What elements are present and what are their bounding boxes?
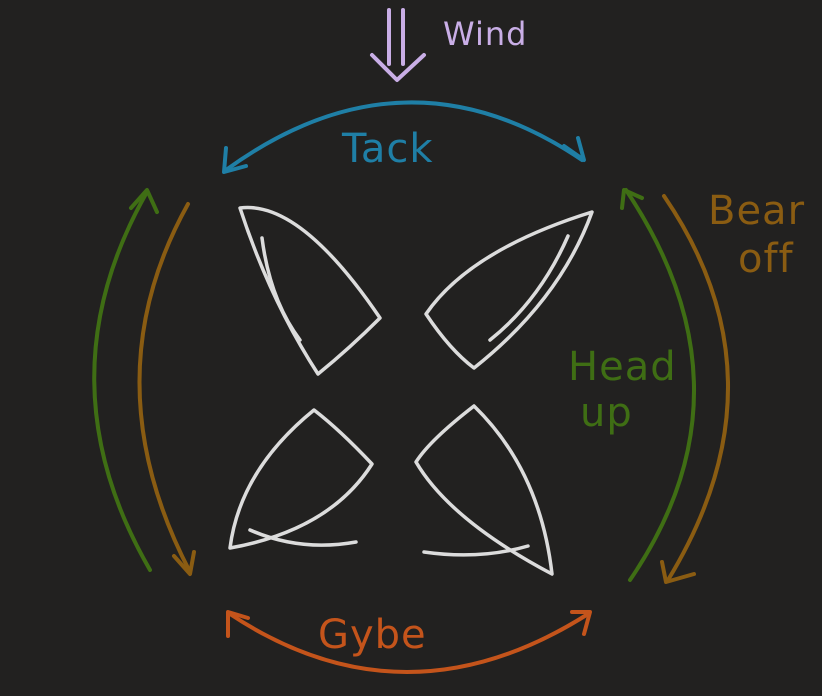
gybe-arrow	[226, 610, 592, 674]
head-up-label-line1: Head	[568, 344, 677, 390]
sail-top-right	[424, 210, 594, 370]
wind-arrow	[370, 8, 426, 82]
gybe-label: Gybe	[318, 612, 427, 658]
sail-bottom-left	[228, 408, 374, 550]
bear-off-arrow-left	[137, 202, 196, 576]
tack-label: Tack	[341, 126, 433, 172]
bear-off-label-line1: Bear	[708, 188, 805, 234]
head-up-label-line2: up	[580, 390, 633, 436]
sail-bottom-right	[414, 404, 554, 576]
head-up-arrow-right	[620, 188, 696, 582]
bear-off-arrow-right	[660, 194, 730, 584]
sail-top-left	[238, 205, 382, 376]
wind-label: Wind	[443, 15, 527, 53]
bear-off-label-line2: off	[738, 236, 794, 282]
tack-arrow	[222, 100, 586, 174]
head-up-arrow-left	[92, 188, 159, 572]
